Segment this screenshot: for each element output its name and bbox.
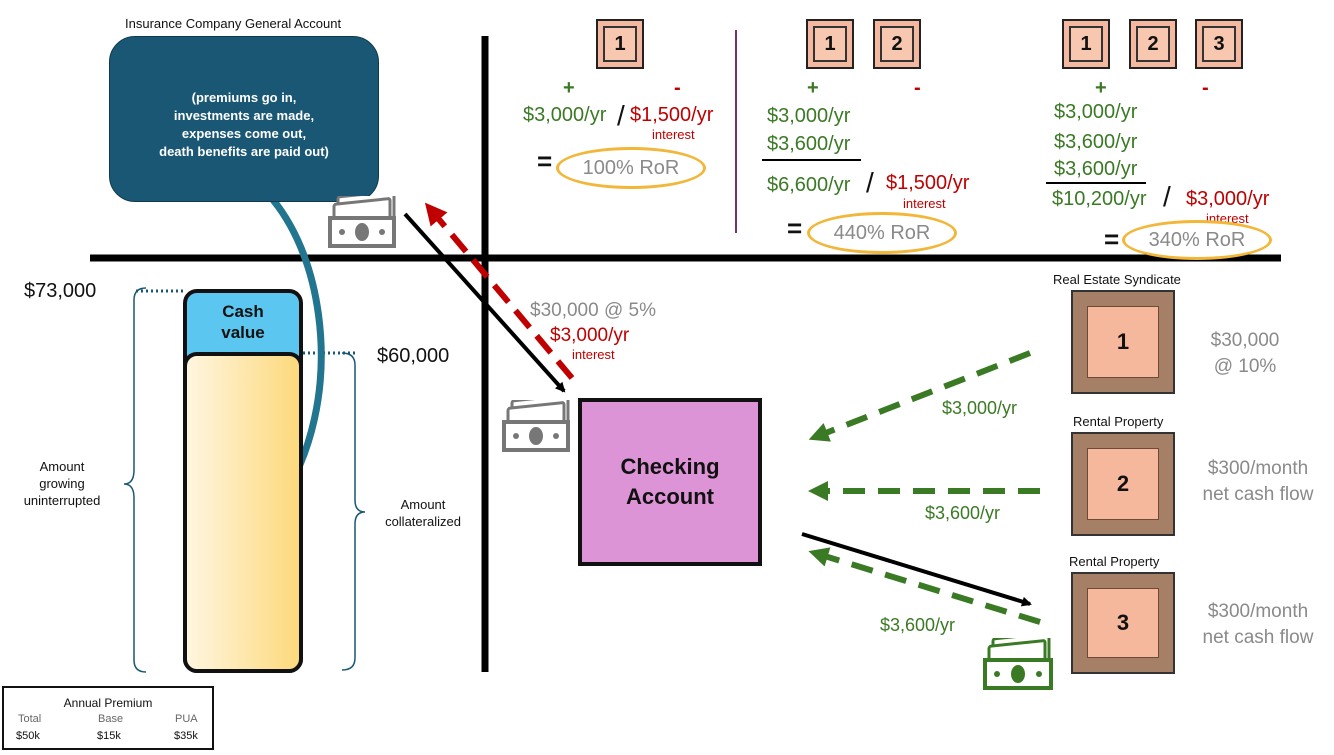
- plus-sign: +: [807, 77, 819, 99]
- gain-total: $10,200/yr: [1052, 188, 1147, 210]
- collateral-amount: $60,000: [377, 345, 450, 367]
- gain-value: $3,000/yr: [767, 105, 851, 127]
- gain-value: $3,600/yr: [1054, 131, 1138, 153]
- cost-value: $3,000/yr: [1186, 188, 1270, 210]
- cash-icon: [983, 638, 1053, 690]
- general-account-line: investments are made,: [173, 108, 315, 123]
- minus-sign: -: [914, 77, 921, 99]
- premium-header: PUA: [175, 713, 198, 725]
- invest-arrow: [801, 532, 1032, 607]
- brace-right: [341, 352, 366, 671]
- plus-sign: +: [563, 77, 575, 99]
- gain-value: $3,000/yr: [1054, 101, 1138, 123]
- cash-icon: [328, 196, 396, 248]
- interest-arrow: [424, 202, 575, 380]
- cash-flow-label: $3,000/yr: [942, 398, 1018, 418]
- investment-tile-1: 1: [1071, 290, 1175, 394]
- loan-arrow: [403, 212, 566, 393]
- brace-left: [123, 287, 147, 673]
- cash-value-label: Cash value: [221, 302, 265, 342]
- equals-sign: =: [787, 213, 803, 243]
- scenario-tile: 1: [806, 19, 854, 69]
- ror-oval: 340% RoR: [1122, 220, 1272, 260]
- total-amount: $73,000: [24, 280, 97, 302]
- cost-word: interest: [652, 127, 695, 142]
- investment-desc: $30,000@ 10%: [1210, 330, 1280, 377]
- premium-header: Total: [18, 713, 42, 725]
- cost-value: $1,500/yr: [886, 172, 970, 194]
- scenario-tile: 2: [1129, 19, 1177, 69]
- cash-flow-label: $3,600/yr: [880, 615, 956, 635]
- gain-total: $6,600/yr: [767, 174, 851, 196]
- loan-interest: $3,000/yr: [550, 325, 630, 346]
- cost-value: $1,500/yr: [630, 104, 714, 126]
- scenario-tile: 1: [596, 19, 644, 69]
- premium-value: $15k: [97, 730, 121, 742]
- gain-value: $3,000/yr: [523, 104, 607, 126]
- investment-title: Rental Property: [1069, 554, 1160, 569]
- investment-title: Real Estate Syndicate: [1053, 272, 1181, 287]
- general-account-line: death benefits are paid out): [159, 144, 329, 159]
- investment-title: Rental Property: [1073, 414, 1164, 429]
- minus-sign: -: [674, 77, 681, 99]
- cost-word: interest: [903, 196, 946, 211]
- scenario-tile: 2: [873, 19, 921, 69]
- cash-flow-label: $3,600/yr: [925, 503, 1001, 523]
- general-account-line: expenses come out,: [181, 126, 307, 141]
- general-account-line: (premiums go in,: [191, 90, 297, 105]
- general-account-title: Insurance Company General Account: [125, 16, 342, 31]
- investment-tile-2: 2: [1071, 432, 1175, 536]
- flow-arrow-1: [808, 350, 1032, 442]
- gain-value: $3,600/yr: [1054, 158, 1138, 180]
- loan-interest-word: interest: [572, 347, 615, 362]
- gain-value: $3,600/yr: [767, 133, 851, 155]
- ror-oval: 100% RoR: [556, 147, 706, 189]
- loan-amount: $30,000 @ 5%: [530, 300, 656, 321]
- division-slash: /: [617, 100, 625, 131]
- investment-tile-3: 3: [1071, 572, 1175, 674]
- premium-table: Annual Premium Total Base PUA $50k $15k …: [2, 686, 214, 750]
- premium-value: $50k: [16, 730, 40, 742]
- scenario-tile: 3: [1195, 19, 1243, 69]
- plus-sign: +: [1095, 77, 1107, 99]
- division-slash: /: [866, 167, 874, 198]
- checking-account: Checking Account: [578, 398, 762, 566]
- growing-label: Amount growing uninterrupted: [23, 459, 101, 508]
- premium-value: $35k: [174, 730, 198, 742]
- division-slash: /: [1163, 181, 1171, 212]
- minus-sign: -: [1202, 77, 1209, 99]
- ror-oval: 440% RoR: [807, 212, 957, 254]
- cash-icon: [502, 400, 570, 452]
- scenario-tile: 1: [1062, 19, 1110, 69]
- flow-arrow-3: [808, 547, 1041, 625]
- equals-sign: =: [537, 146, 553, 176]
- equals-sign: =: [1104, 224, 1120, 254]
- collateral-label: Amount collateralized: [385, 497, 461, 529]
- general-account-box: (premiums go in, investments are made, e…: [109, 36, 379, 202]
- premium-table-title: Annual Premium: [63, 696, 153, 710]
- growing-value-block: [183, 352, 303, 673]
- premium-header: Base: [98, 713, 124, 725]
